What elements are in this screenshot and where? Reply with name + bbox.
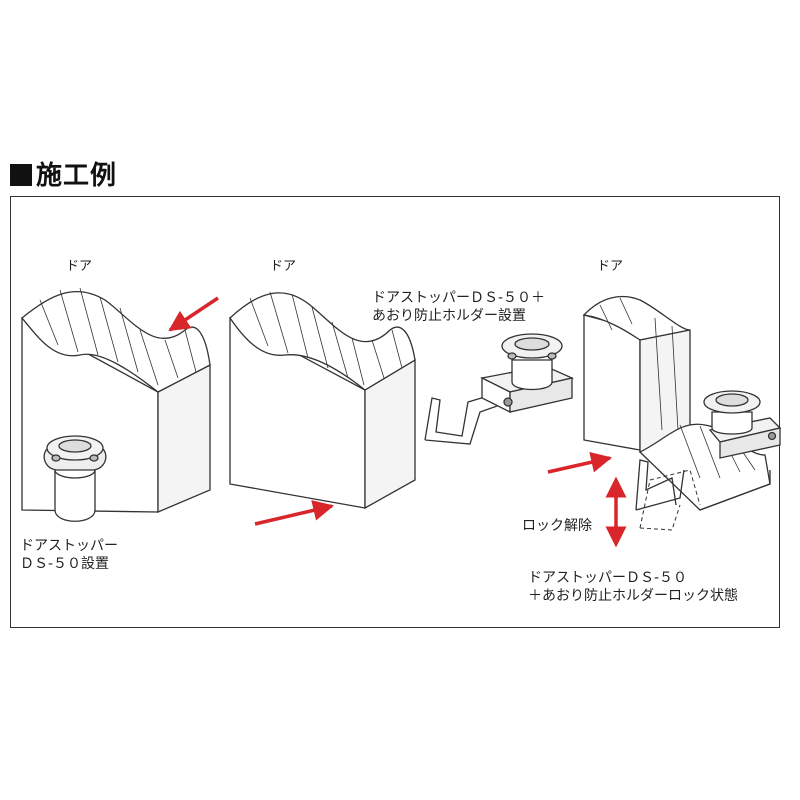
square-bullet-icon bbox=[10, 164, 32, 186]
door-label-3: ドア bbox=[597, 259, 624, 274]
step2-caption-line2: あおり防止ホルダー設置 bbox=[372, 307, 526, 324]
anti-flap-holder bbox=[424, 333, 575, 445]
arrow-toward-door-2 bbox=[254, 500, 335, 526]
step1-caption: ドアストッパー ＤＳ-５０設置 bbox=[20, 538, 118, 573]
step3-caption-line2: ＋あおり防止ホルダーロック状態 bbox=[528, 587, 738, 604]
door-2 bbox=[229, 291, 416, 510]
section-title-text: 施工例 bbox=[36, 161, 118, 191]
arrow-toward-door-1 bbox=[168, 296, 219, 332]
door-stopper-ds50 bbox=[43, 435, 107, 522]
step2-caption: ドアストッパーＤＳ-５０＋ あおり防止ホルダー設置 bbox=[372, 290, 545, 325]
illustration-frame bbox=[10, 196, 780, 628]
release-label: ロック解除 bbox=[522, 518, 592, 534]
step2-caption-line1: ドアストッパーＤＳ-５０＋ bbox=[372, 290, 546, 306]
step1-caption-line1: ドアストッパー bbox=[20, 538, 118, 554]
step3-caption-line1: ドアストッパーＤＳ-５０ bbox=[528, 570, 688, 586]
section-title: 施工例 bbox=[10, 155, 117, 192]
door-3 bbox=[582, 295, 782, 531]
step3-caption: ドアストッパーＤＳ-５０ ＋あおり防止ホルダーロック状態 bbox=[528, 570, 738, 605]
motion-arrows bbox=[168, 296, 627, 548]
arrow-toward-door-3 bbox=[547, 451, 613, 474]
door-label-1: ドア bbox=[66, 259, 93, 274]
door-label-2: ドア bbox=[270, 259, 297, 274]
step1-caption-line2: ＤＳ-５０設置 bbox=[20, 555, 110, 572]
